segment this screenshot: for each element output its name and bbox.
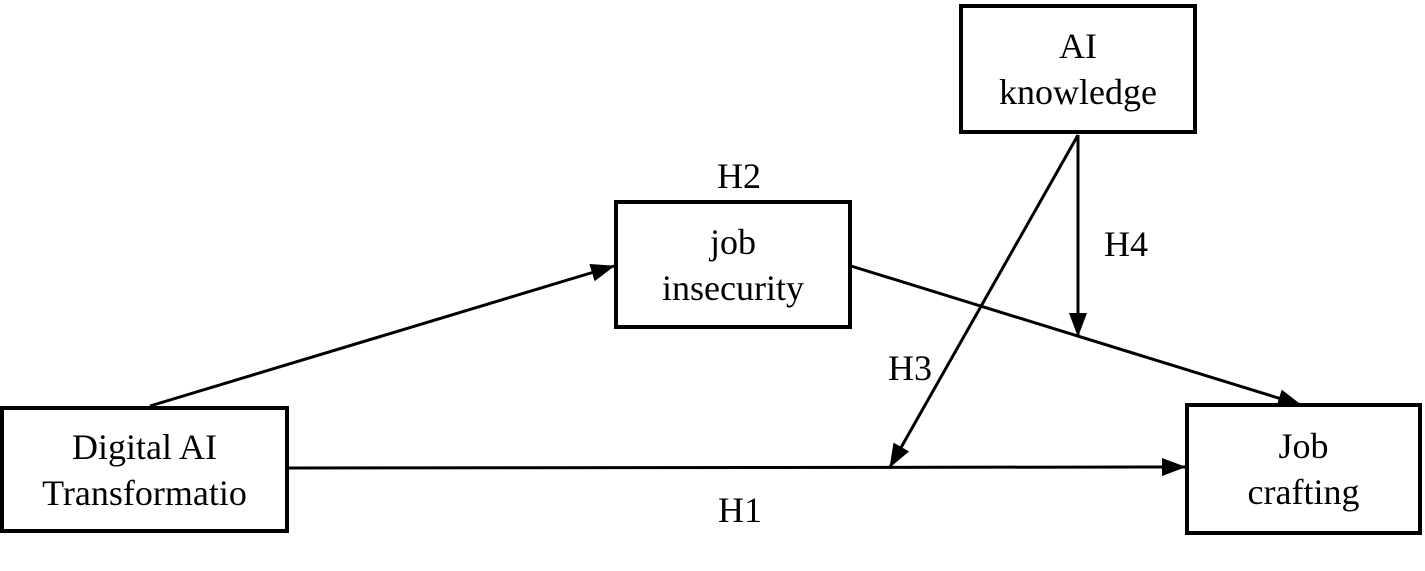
label-h2: H2	[717, 156, 761, 196]
node-job-crafting-line2: crafting	[1247, 472, 1360, 512]
arrow-h3	[888, 134, 1080, 468]
arrow-digital-to-insecurity	[149, 264, 615, 408]
node-digital-ai-transformation: Digital AI Transformatio	[0, 406, 289, 533]
node-job-crafting: Job crafting	[1185, 403, 1422, 535]
label-h3: H3	[888, 348, 932, 388]
label-h4: H4	[1104, 224, 1148, 264]
node-job-crafting-line1: Job	[1278, 426, 1329, 466]
node-ai-knowledge-line1: AI	[1059, 26, 1097, 66]
node-ai-knowledge-line2: knowledge	[999, 72, 1157, 112]
node-digital-ai-line1: Digital AI	[72, 426, 217, 467]
arrow-h1	[286, 458, 1186, 477]
node-digital-ai-line2: Transformatio	[42, 472, 247, 513]
node-job-insecurity-line1: job	[709, 221, 756, 262]
node-job-insecurity: job insecurity	[614, 200, 852, 329]
label-h1: H1	[718, 490, 762, 530]
node-ai-knowledge: AI knowledge	[959, 4, 1197, 134]
node-job-insecurity-line2: insecurity	[662, 267, 804, 308]
